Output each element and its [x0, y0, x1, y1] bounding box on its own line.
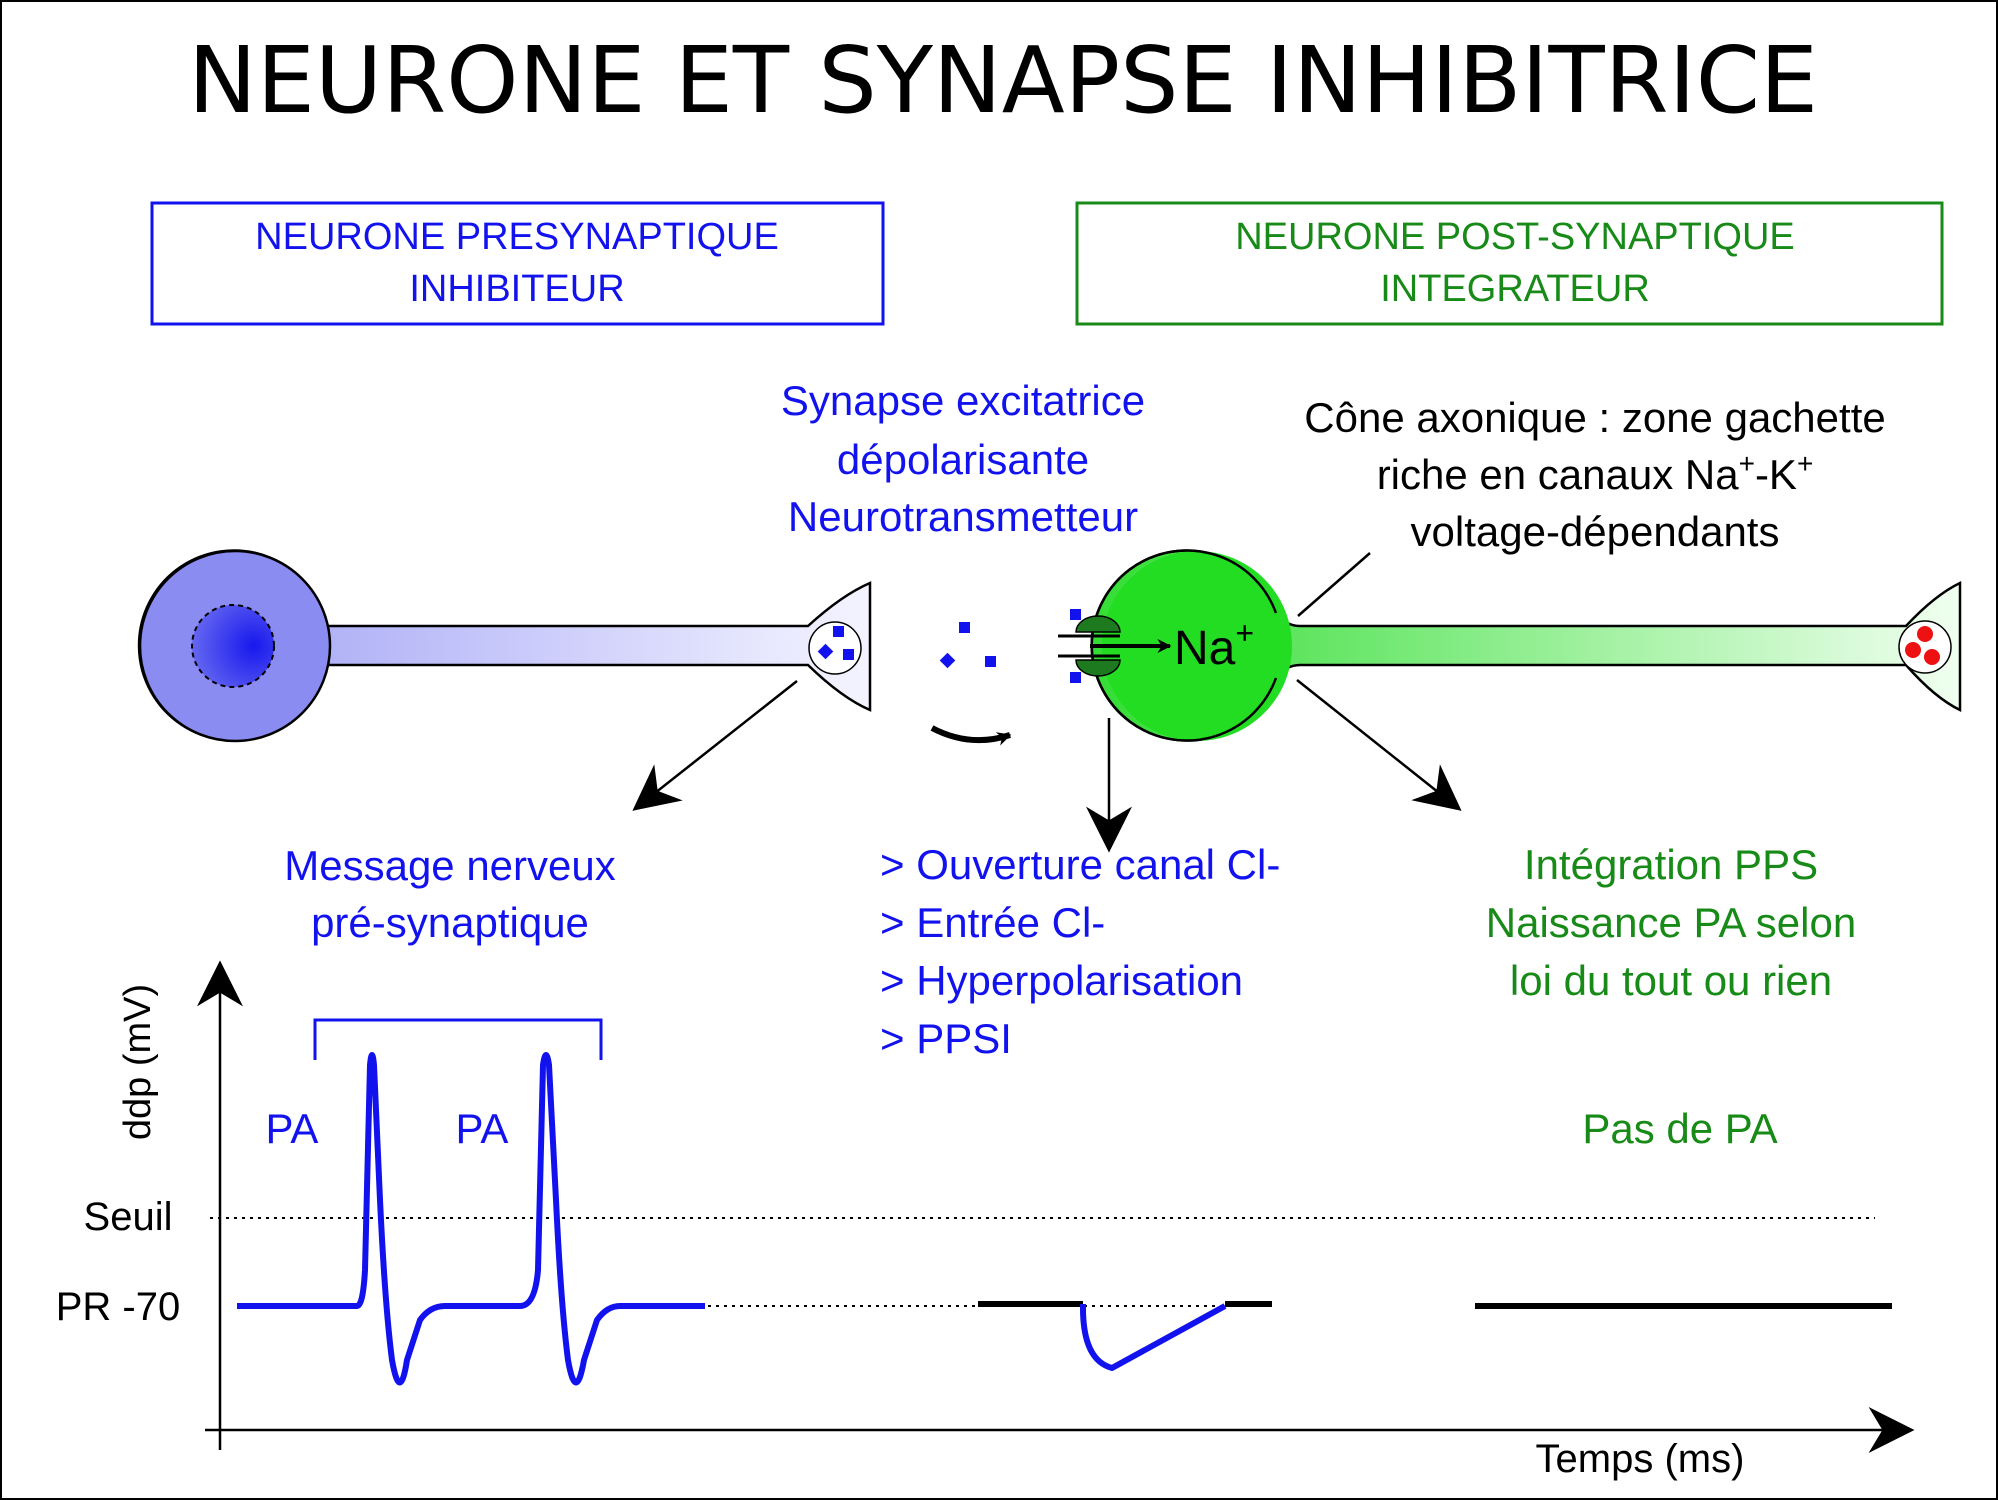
- presyn-message-line1: Message nerveux: [284, 842, 616, 889]
- presynaptic-neuron: [137, 549, 872, 743]
- synapse-label-line1: Synapse excitatrice: [781, 377, 1145, 424]
- synapse-effect-item: > Ouverture canal Cl-: [880, 841, 1280, 888]
- x-axis-label: Temps (ms): [1536, 1437, 1745, 1481]
- postsynaptic-neuron: [1090, 549, 1962, 742]
- resting-potential-label: PR -70: [56, 1285, 181, 1329]
- ion-channel-receptor: Na+: [1058, 609, 1254, 683]
- diffusion-arrow: [930, 725, 1012, 746]
- pa-label: PA: [266, 1105, 319, 1152]
- synapse-label: Synapse excitatrice dépolarisante Neurot…: [781, 377, 1145, 540]
- neurotransmitter-molecule: [843, 649, 854, 660]
- axon-hillock-line2: riche en canaux Na+-K+: [1377, 448, 1814, 498]
- neurotransmitter-molecule: [1917, 626, 1933, 642]
- pa-bracket: [313, 1018, 603, 1060]
- presynaptic-header-box: NEURONE PRESYNAPTIQUE INHIBITEUR: [150, 201, 885, 326]
- postsynaptic-soma: [1102, 551, 1292, 741]
- page-title: NEURONE ET SYNAPSE INHIBITRICE: [188, 27, 1818, 134]
- postsynaptic-header-box: NEURONE POST-SYNAPTIQUE INTEGRATEUR: [1075, 201, 1944, 326]
- neurotransmitter-molecule: [1905, 642, 1921, 658]
- presyn-message-line2: pré-synaptique: [311, 899, 589, 946]
- synapse-effects-list: > Ouverture canal Cl- > Entrée Cl- > Hyp…: [880, 841, 1280, 1062]
- membrane-potential-graph: ddp (mV) Temps (ms) Seuil PR -70 PA PA P…: [56, 960, 1915, 1481]
- presyn-message-arrow: [632, 680, 798, 811]
- neurotransmitter-molecule: [939, 652, 956, 669]
- neurotransmitter-molecule: [1924, 649, 1940, 665]
- postsynaptic-title-line1: NEURONE POST-SYNAPTIQUE: [1235, 216, 1795, 258]
- neurotransmitter-molecule: [985, 656, 996, 667]
- bound-neurotransmitter: [1070, 609, 1081, 620]
- synaptic-vesicle: [808, 621, 862, 675]
- integration-arrow: [1296, 679, 1462, 811]
- ipsp-trace: [1079, 1303, 1227, 1371]
- action-potential-trace: [237, 1052, 705, 1386]
- threshold-label: Seuil: [84, 1195, 173, 1239]
- bound-neurotransmitter: [1070, 672, 1081, 683]
- sodium-ion-label: Na+: [1174, 615, 1254, 675]
- synapse-effect-item: > PPSI: [880, 1015, 1012, 1062]
- no-pa-label: Pas de PA: [1582, 1105, 1777, 1152]
- integration-line1: Intégration PPS: [1524, 841, 1818, 888]
- neurotransmitter-molecule: [817, 643, 834, 660]
- axon-hillock-line1: Cône axonique : zone gachette: [1304, 394, 1885, 441]
- synapse-effect-item: > Entrée Cl-: [880, 899, 1105, 946]
- axon-hillock-line3: voltage-dépendants: [1411, 508, 1780, 555]
- presynaptic-title-line1: NEURONE PRESYNAPTIQUE: [255, 216, 779, 258]
- synapse-label-line3: Neurotransmetteur: [788, 493, 1138, 540]
- axon-hillock-label: Cône axonique : zone gachette riche en c…: [1297, 394, 1886, 617]
- integration-line3: loi du tout ou rien: [1510, 957, 1832, 1004]
- axon-hillock-pointer: [1297, 552, 1371, 617]
- y-axis-label: ddp (mV): [117, 984, 159, 1140]
- integration-line2: Naissance PA selon: [1486, 899, 1856, 946]
- neurotransmitter-molecule: [959, 622, 970, 633]
- presynaptic-title-line2: INHIBITEUR: [409, 268, 624, 310]
- presynaptic-nucleus: [191, 604, 275, 688]
- postsynaptic-title-line2: INTEGRATEUR: [1380, 268, 1650, 310]
- pa-label: PA: [456, 1105, 509, 1152]
- synaptic-cleft: [930, 622, 1012, 746]
- synapse-effect-item: > Hyperpolarisation: [880, 957, 1243, 1004]
- synapse-label-line2: dépolarisante: [837, 436, 1089, 483]
- neurotransmitter-molecule: [833, 626, 844, 637]
